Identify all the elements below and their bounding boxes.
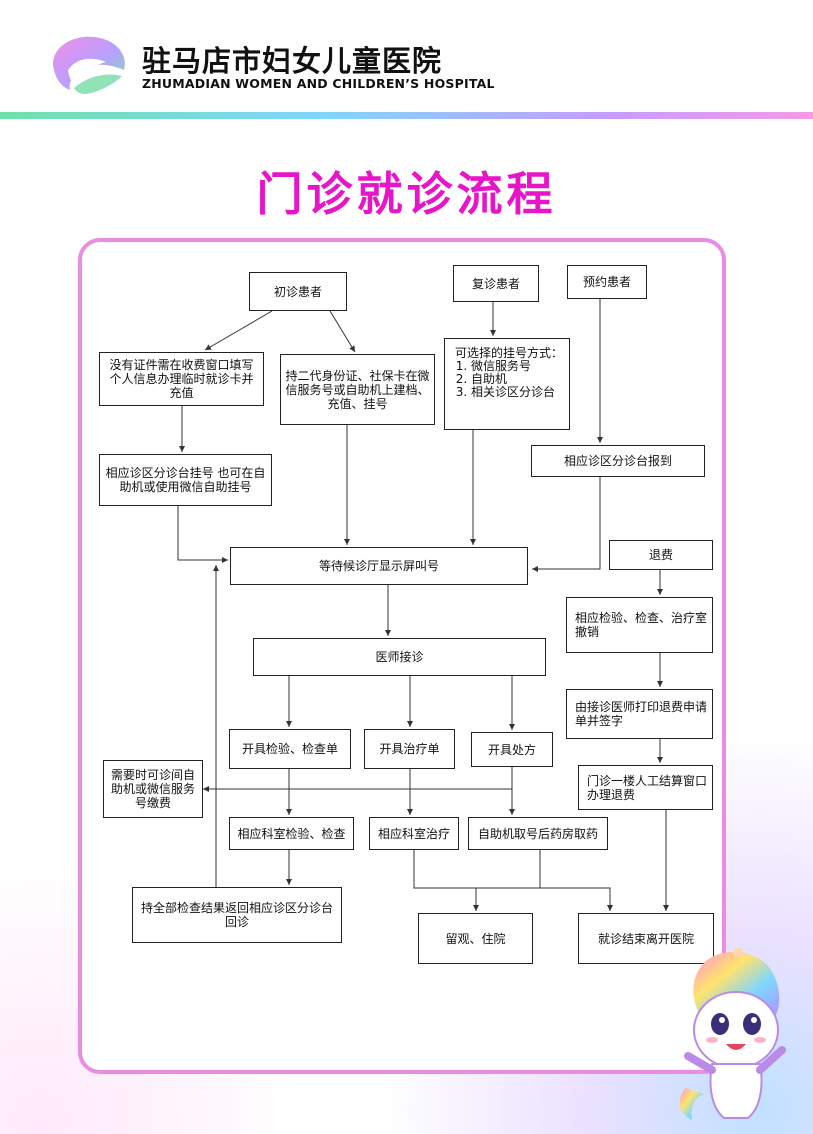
node-exam-order: 开具检验、检查单 [229,729,351,769]
node-doctor: 医师接诊 [253,638,546,676]
header: 驻马店市妇女儿童医院 ZHUMADIAN WOMEN AND CHILDREN’… [0,0,813,115]
node-triage-register: 相应诊区分诊台挂号 也可在自助机或使用微信自助挂号 [99,454,272,506]
reg-options-title: 可选择的挂号方式： [455,346,564,360]
node-waiting: 等待候诊厅显示屏叫号 [230,547,528,585]
node-refund-cancel: 相应检验、检查、治疗室撤销 [566,597,713,653]
node-pharmacy: 自助机取号后药房取药 [468,817,608,850]
hospital-logo-icon [53,36,125,94]
node-refund: 退费 [609,540,713,570]
node-no-id: 没有证件需在收费窗口填写个人信息办理临时就诊卡并充值 [99,352,264,406]
node-treat-order: 开具治疗单 [364,729,455,769]
hospital-name-en: ZHUMADIAN WOMEN AND CHILDREN’S HOSPITAL [142,76,495,91]
node-treat-dept: 相应科室治疗 [369,817,459,850]
node-return-visit: 复诊患者 [453,265,539,302]
node-first-visit: 初诊患者 [249,272,347,311]
reg-option-item: 相关诊区分诊台 [471,386,563,399]
header-stripe [0,112,813,119]
page-title: 门诊就诊流程 [256,167,557,221]
node-reg-options: 可选择的挂号方式： 微信服务号 自助机 相关诊区分诊台 [444,338,570,430]
node-return-results: 持全部检查结果返回相应诊区分诊台回诊 [132,887,342,943]
node-observe: 留观、住院 [418,913,533,964]
unicorn-mascot-icon [679,948,786,1120]
hospital-name-cn: 驻马店市妇女儿童医院 [142,44,443,78]
node-refund-settle: 门诊一楼人工结算窗口办理退费 [578,765,713,810]
node-leave: 就诊结束离开医院 [578,913,714,964]
node-appointment: 预约患者 [567,265,647,299]
reg-option-item: 微信服务号 [471,360,563,373]
node-triage-checkin: 相应诊区分诊台报到 [531,445,705,477]
node-pay-note: 需要时可诊间自助机或微信服务号缴费 [103,760,203,818]
reg-option-item: 自助机 [471,373,563,386]
node-exam-dept: 相应科室检验、检查 [229,817,354,850]
node-prescription: 开具处方 [471,732,553,767]
node-refund-print: 由接诊医师打印退费申请单并签字 [566,689,713,739]
reg-options-list: 微信服务号 自助机 相关诊区分诊台 [455,360,563,399]
node-with-id: 持二代身份证、社保卡在微信服务号或自助机上建档、充值、挂号 [280,354,435,425]
